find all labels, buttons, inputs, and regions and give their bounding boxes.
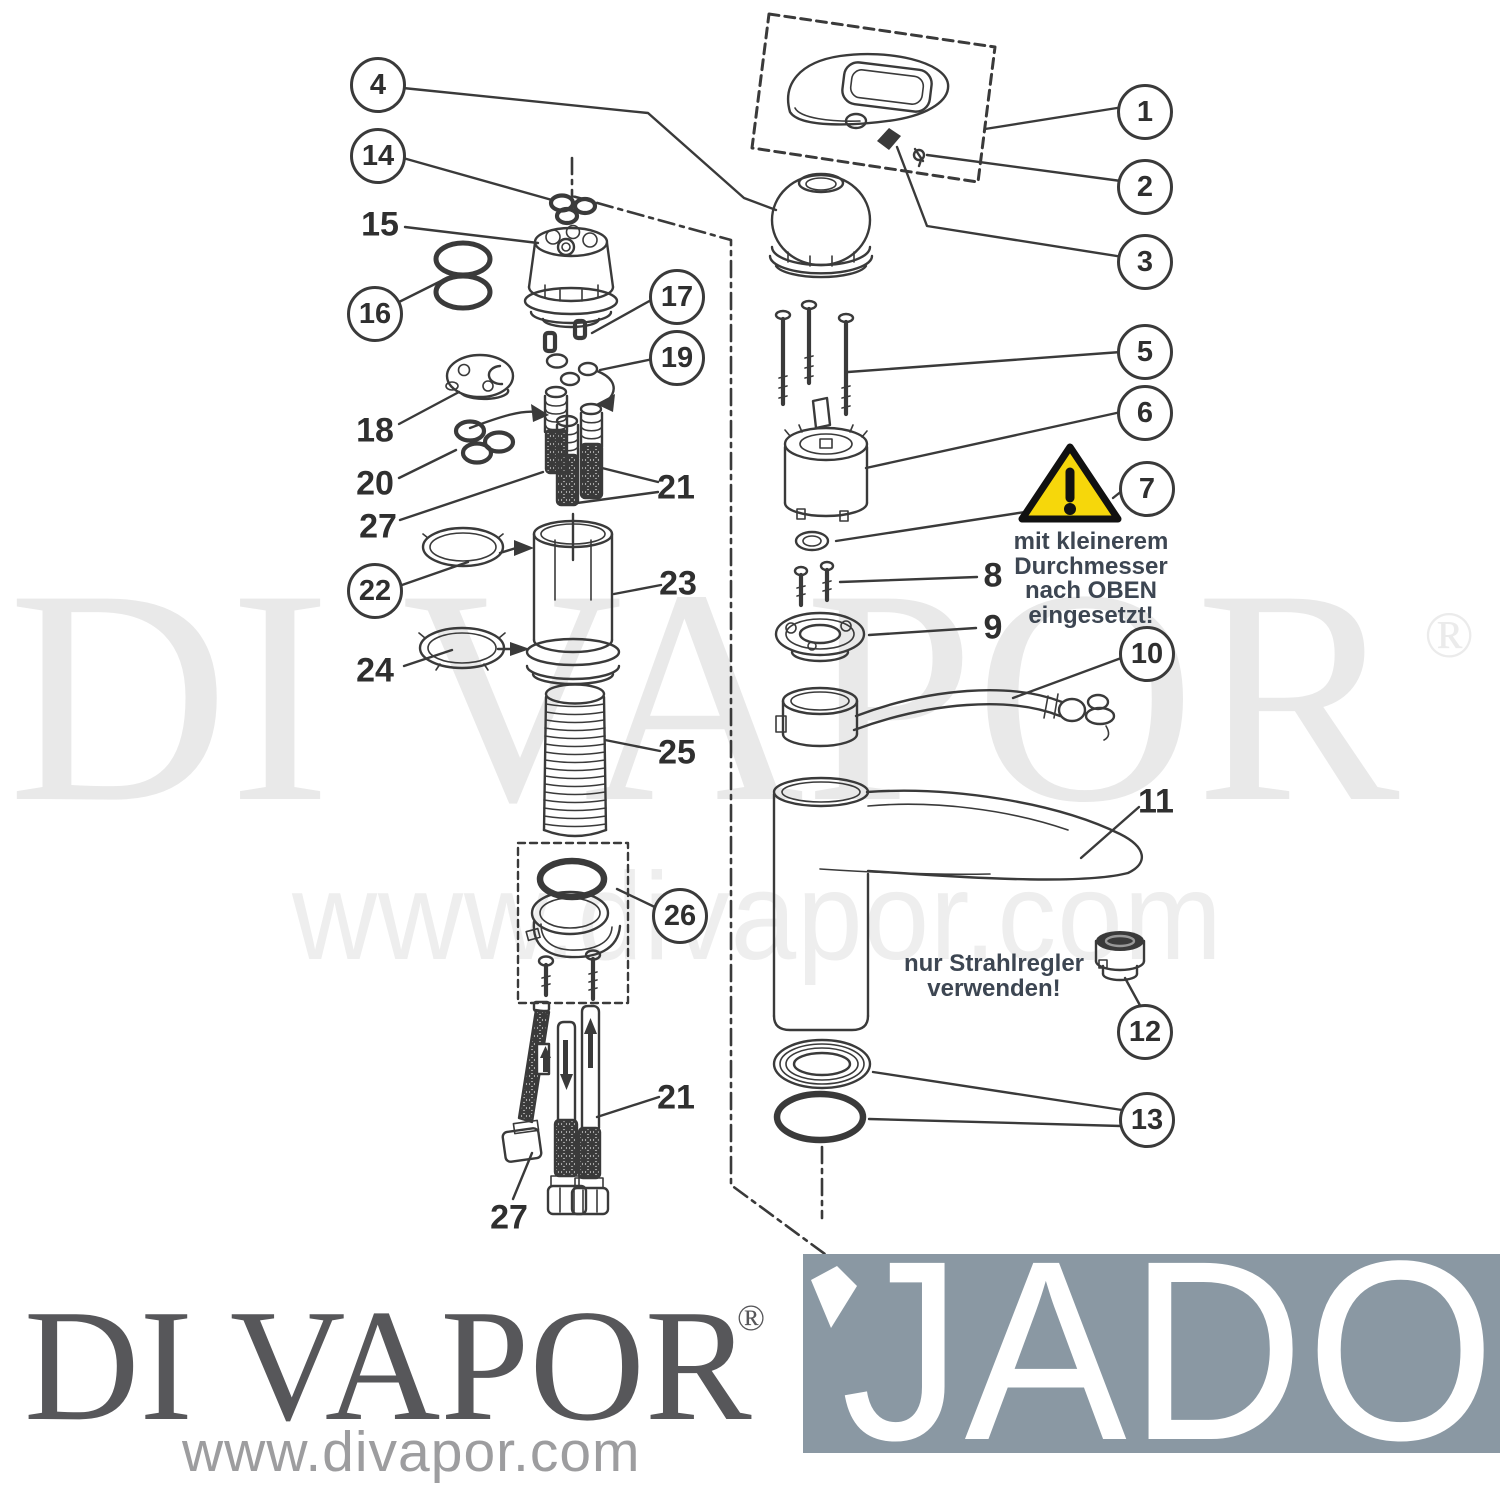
- part-24-ring: [418, 626, 506, 671]
- part-5-screws: [774, 299, 855, 417]
- part-11-faucet-body: [772, 776, 1144, 1032]
- part-17-pins: [542, 318, 599, 387]
- part-callout-25: 25: [658, 733, 696, 772]
- part-21-hoses-bottom: [501, 1000, 610, 1216]
- part-callout-16: 16: [347, 286, 403, 342]
- part-callout-20: 20: [356, 464, 394, 503]
- part-10-collar-hose: [775, 686, 1116, 748]
- part-12-aerator: [1094, 931, 1146, 982]
- part-20-orings: [453, 419, 516, 465]
- part-16-orings: [433, 240, 493, 311]
- jado-logo-box: JADO: [803, 1223, 1500, 1479]
- part-callout-26: 26: [652, 888, 708, 944]
- cartridge-orientation-note: mit kleinerem Durchmesser nach OBEN eing…: [1013, 528, 1169, 629]
- part-callout-15: 15: [361, 205, 399, 244]
- part-callout-21-bottom: 21: [657, 1078, 695, 1117]
- part-13-seals: [772, 1038, 872, 1144]
- part-callout-5: 5: [1117, 324, 1173, 380]
- part-callout-4: 4: [350, 57, 406, 113]
- part-callout-7: 7: [1119, 461, 1175, 517]
- part-15-adapter: [523, 224, 619, 329]
- aerator-note: nur Strahlregler verwenden!: [903, 950, 1085, 1002]
- divider-dashdot-line: [570, 156, 835, 1262]
- watermark-url: www.divapor.com: [292, 848, 1223, 986]
- jado-accent-mark: [811, 1266, 857, 1328]
- part-callout-6: 6: [1117, 385, 1173, 441]
- watermark-brand: DI VAPOR: [8, 527, 1400, 866]
- part-callout-10: 10: [1119, 626, 1175, 682]
- part-callout-27-top: 27: [359, 507, 397, 546]
- part-callout-24: 24: [356, 651, 394, 690]
- warning-triangle-icon: [1018, 443, 1122, 523]
- part-3-plug: [877, 128, 901, 150]
- part-6-cartridge: [783, 396, 869, 552]
- part-callout-27-bottom: 27: [490, 1198, 528, 1237]
- part-callout-23: 23: [659, 564, 697, 603]
- part-21-hoses-top: [543, 385, 604, 507]
- part-4-dome: [768, 172, 874, 279]
- divapor-url: www.divapor.com: [182, 1420, 641, 1484]
- part-callout-22: 22: [347, 563, 403, 619]
- part-callout-12: 12: [1117, 1004, 1173, 1060]
- callout-leader-lines: [397, 86, 1144, 1201]
- part-2-screw: [912, 147, 926, 168]
- part-22-ring: [421, 526, 505, 568]
- divapor-logo: DI VAPOR: [24, 1276, 752, 1454]
- part-callout-19: 19: [649, 330, 705, 386]
- part-callout-13: 13: [1119, 1092, 1175, 1148]
- part-23-cylinder: [525, 512, 621, 686]
- part-callout-18: 18: [356, 411, 394, 450]
- part-callout-1: 1: [1117, 84, 1173, 140]
- part-callout-2: 2: [1117, 159, 1173, 215]
- part-26-fixing-set: [516, 841, 630, 1005]
- part-14-orings: [548, 193, 598, 226]
- part-25-threaded-tube: [542, 683, 608, 838]
- part-9-flange: [774, 611, 866, 663]
- part-callout-8: 8: [983, 556, 1003, 595]
- part-18-cam-disc: [445, 353, 515, 401]
- jado-logo-text: JADO: [841, 1208, 1498, 1494]
- watermark-registered-icon: ®: [1424, 599, 1475, 672]
- part-callout-21-top: 21: [657, 468, 695, 507]
- part-callout-3: 3: [1117, 234, 1173, 290]
- part-callout-11: 11: [1138, 782, 1174, 821]
- part-handle-assembly: [750, 12, 997, 184]
- divapor-registered-icon: ®: [737, 1298, 766, 1339]
- part-callout-14: 14: [350, 128, 406, 184]
- part-callout-9: 9: [983, 608, 1003, 647]
- part-callout-17: 17: [649, 269, 705, 325]
- part-8-screws: [793, 560, 835, 608]
